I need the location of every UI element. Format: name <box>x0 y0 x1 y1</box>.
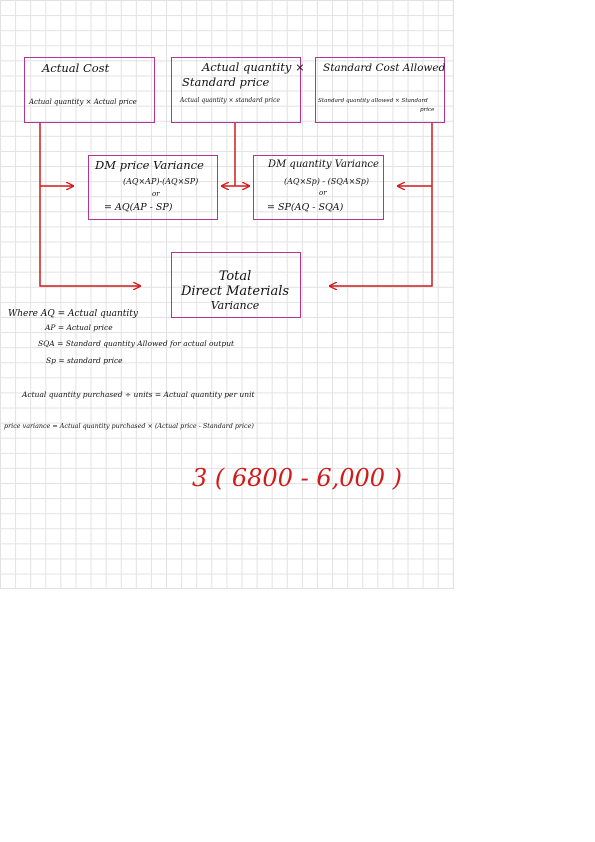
actual-cost-title: Actual Cost <box>42 61 110 75</box>
aq-sp-formula: Actual quantity × standard price <box>180 97 280 104</box>
arrow-actual-to-total <box>39 123 140 286</box>
aq-sp-title-line1: Actual quantity × <box>202 60 305 74</box>
grid-paper-background <box>0 0 454 589</box>
quantity-variance-or: or <box>319 189 327 197</box>
note-quantity-per-unit: Actual quantity purchased ÷ units = Actu… <box>22 390 255 399</box>
note-price-variance: price variance = Actual quantity purchas… <box>4 422 254 430</box>
definition-sqa: SQA = Standard quantity Allowed for actu… <box>38 339 235 348</box>
red-handwritten-expression: 3 ( 6800 - 6,000 ) <box>192 464 403 492</box>
total-variance-line2: Direct Materials <box>180 284 290 299</box>
definition-aq: Where AQ = Actual quantity <box>8 309 138 319</box>
total-variance-box: Total Direct Materials Variance <box>171 252 301 318</box>
total-variance-line1: Total <box>218 269 252 284</box>
quantity-variance-line2: = SP(AQ - SQA) <box>267 202 344 213</box>
aq-sp-title-line2: Standard price <box>182 75 270 89</box>
quantity-variance-line1: (AQ×Sp) - (SQA×Sp) <box>284 177 370 186</box>
standard-cost-box: Standard Cost Allowed Standard quantity … <box>315 57 445 123</box>
price-variance-line2: = AQ(AP - SP) <box>104 202 173 213</box>
standard-cost-formula-line1: Standard quantity allowed × Standard <box>318 98 428 104</box>
standard-cost-title: Standard Cost Allowed <box>323 62 446 74</box>
definition-ap: AP = Actual price <box>45 323 113 332</box>
price-variance-box: DM price Variance (AQ×AP)-(AQ×SP) or = A… <box>88 155 218 220</box>
standard-cost-formula-line2: price <box>420 107 435 113</box>
price-variance-title: DM price Variance <box>95 158 204 172</box>
quantity-variance-title: DM quantity Variance <box>268 159 379 170</box>
aq-sp-box: Actual quantity × Standard price Actual … <box>171 57 305 123</box>
total-variance-line3: Variance <box>210 299 260 312</box>
price-variance-or: or <box>152 190 160 198</box>
quantity-variance-box: DM quantity Variance (AQ×Sp) - (SQA×Sp) … <box>253 155 384 220</box>
actual-cost-box: Actual Cost Actual quantity × Actual pri… <box>24 57 155 123</box>
actual-cost-formula: Actual quantity × Actual price <box>29 98 137 106</box>
arrow-standard-down <box>330 123 433 286</box>
price-variance-line1: (AQ×AP)-(AQ×SP) <box>123 177 199 186</box>
definition-sp: Sp = standard price <box>46 356 123 365</box>
